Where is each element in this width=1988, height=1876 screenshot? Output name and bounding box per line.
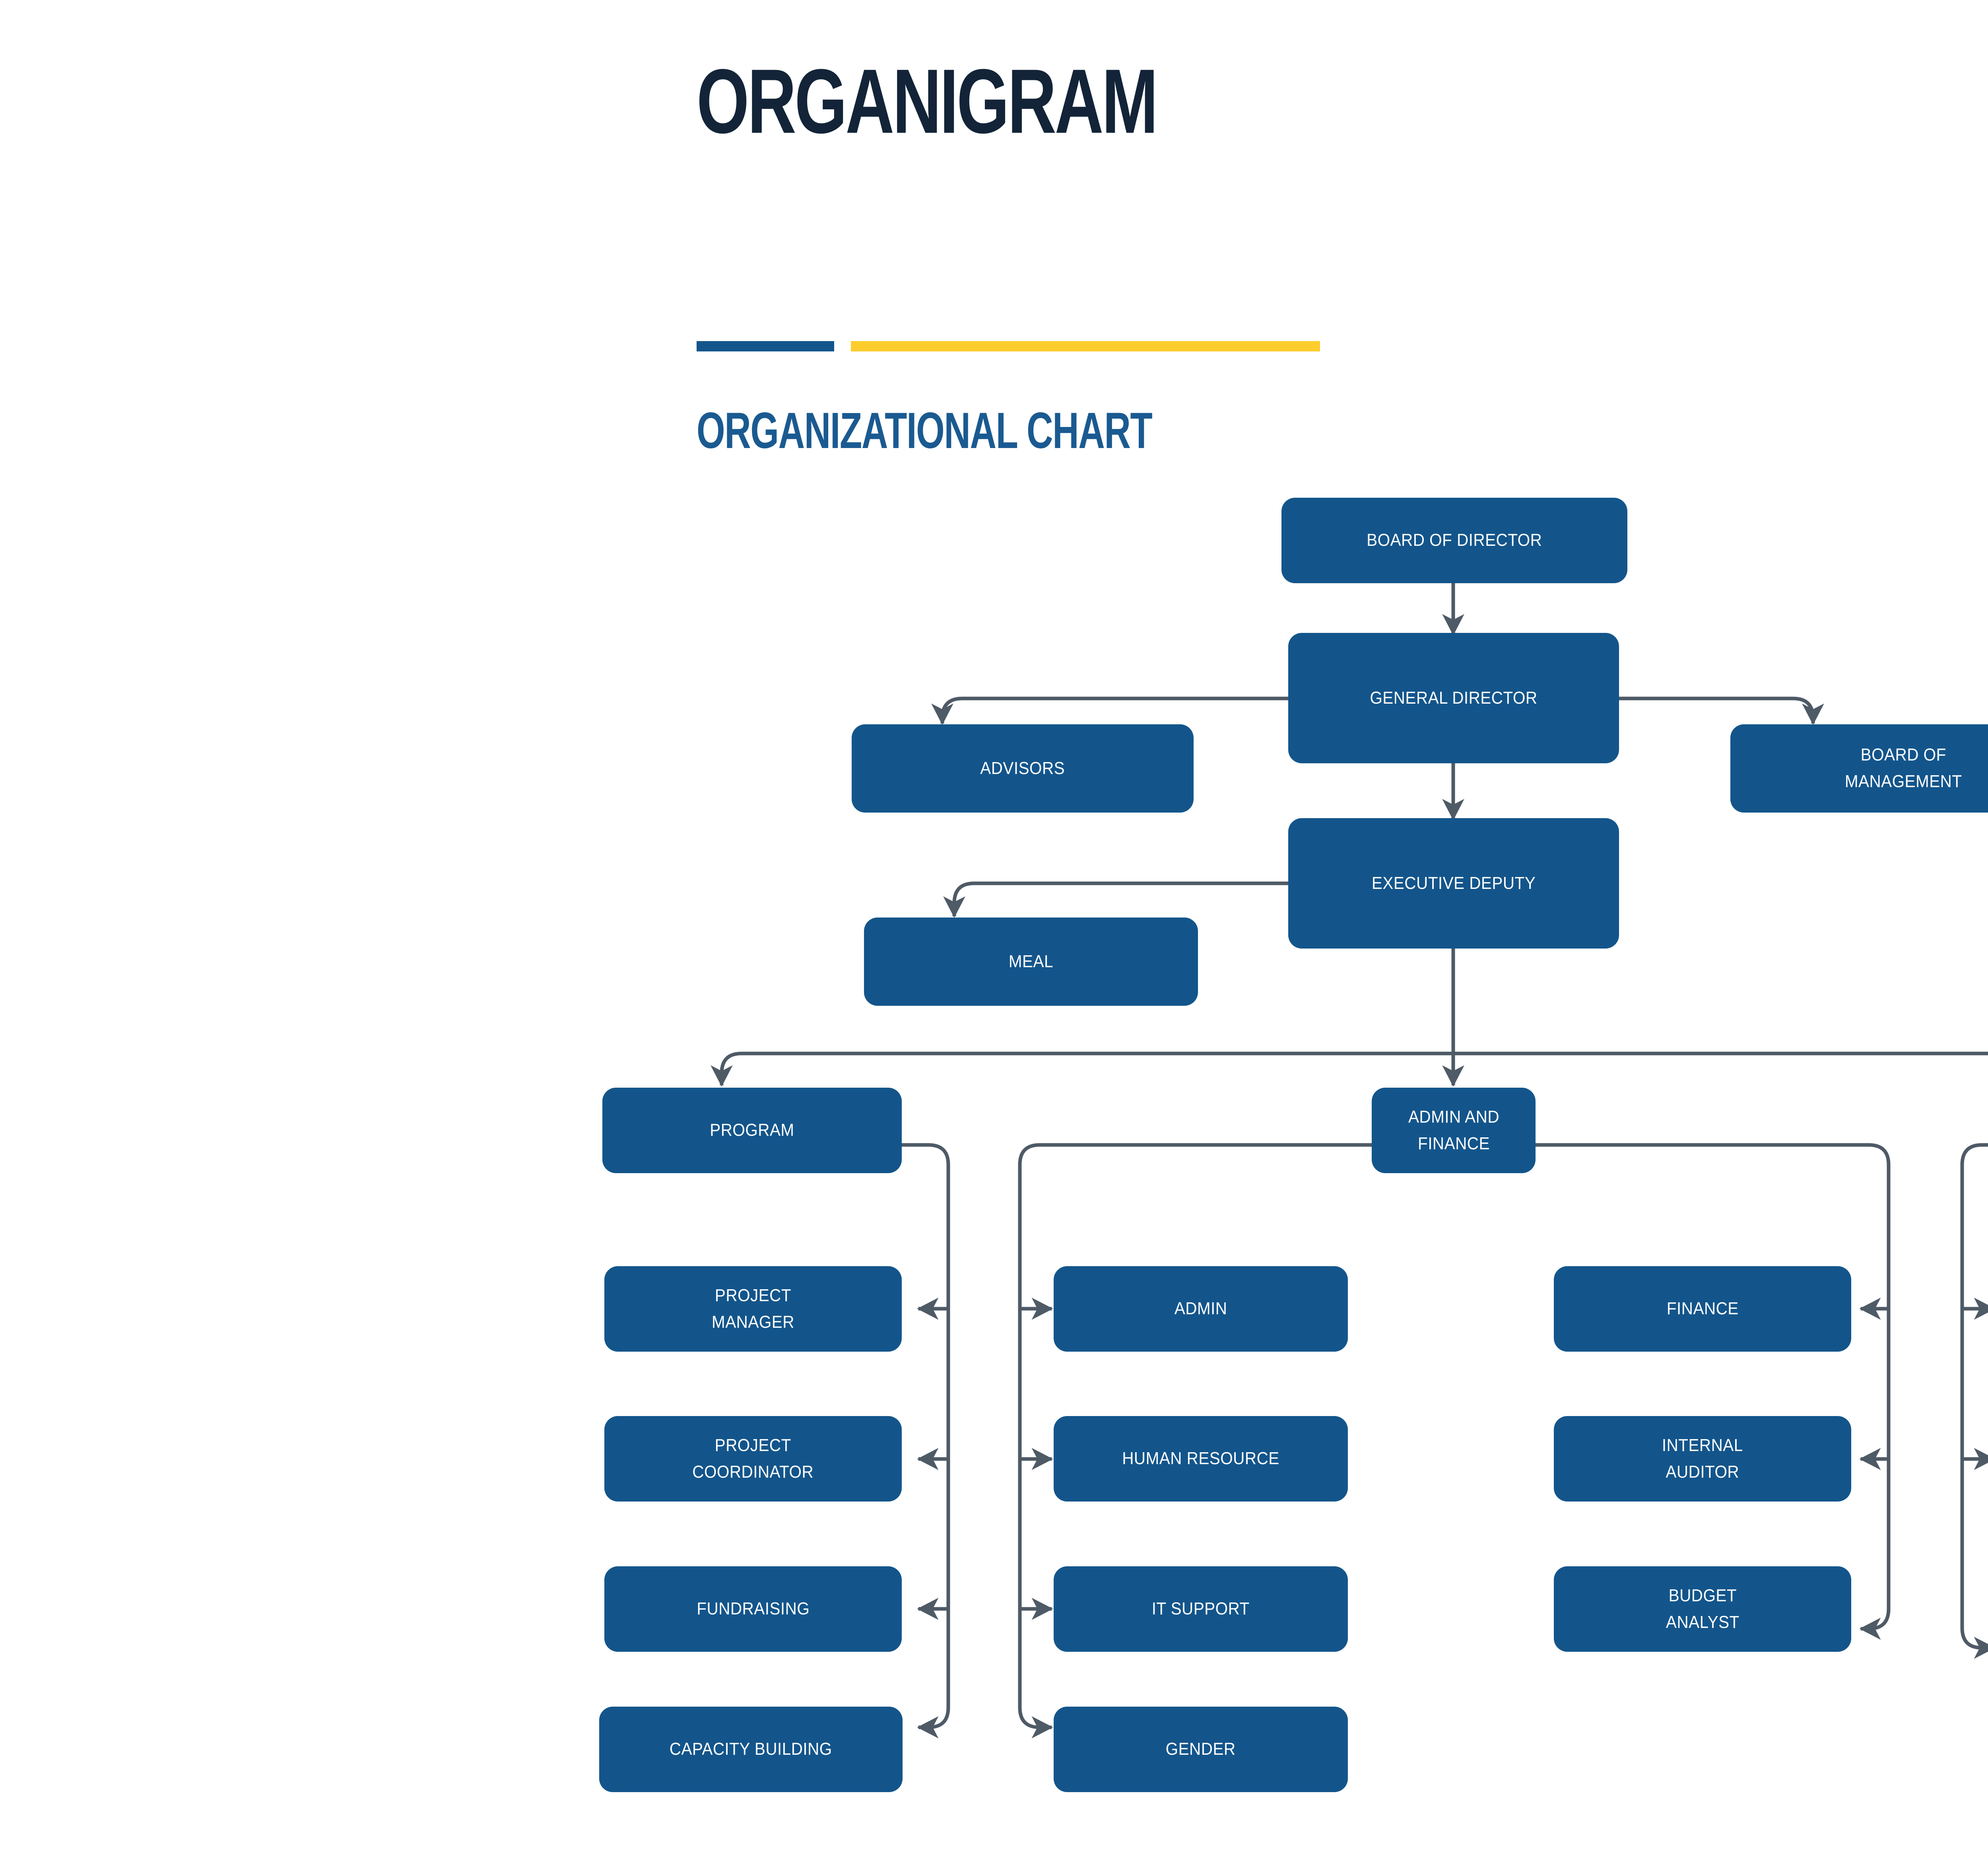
node-human-resource[interactable]: HUMAN RESOURCE <box>1054 1416 1348 1502</box>
header-block: ORGANIGRAM ORGANIZATIONAL CHART <box>697 48 1730 456</box>
node-advisors[interactable]: ADVISORS <box>852 724 1194 813</box>
node-it-support[interactable]: IT SUPPORT <box>1054 1566 1348 1652</box>
node-label: HUMAN RESOURCE <box>1122 1449 1279 1469</box>
node-board-of-director[interactable]: BOARD OF DIRECTOR <box>1281 498 1627 583</box>
node-label: PROJECT COORDINATOR <box>692 1435 814 1482</box>
accent-rule-yellow <box>851 341 1320 351</box>
node-fundraising[interactable]: FUNDRAISING <box>604 1566 902 1652</box>
node-label: ADVISORS <box>980 758 1065 778</box>
node-program[interactable]: PROGRAM <box>602 1088 902 1173</box>
node-label: FUNDRAISING <box>697 1599 810 1619</box>
node-gender[interactable]: GENDER <box>1054 1707 1348 1792</box>
node-label: ADMIN AND FINANCE <box>1408 1107 1499 1153</box>
node-label: BUDGET ANALYST <box>1666 1585 1740 1632</box>
node-board-of-management[interactable]: BOARD OF MANAGEMENT <box>1730 724 1988 813</box>
node-project-manager[interactable]: PROJECT MANAGER <box>604 1266 902 1352</box>
node-label: CAPACITY BUILDING <box>670 1739 832 1759</box>
accent-rule-blue <box>697 341 834 351</box>
node-label: EXECUTIVE DEPUTY <box>1371 873 1536 893</box>
node-label: INTERNAL AUDITOR <box>1662 1435 1743 1482</box>
node-label: GENDER <box>1166 1739 1236 1759</box>
page-subtitle: ORGANIZATIONAL CHART <box>697 402 1153 459</box>
node-budget-analyst[interactable]: BUDGET ANALYST <box>1554 1566 1851 1652</box>
node-internal-auditor[interactable]: INTERNAL AUDITOR <box>1554 1416 1851 1502</box>
node-label: ADMIN <box>1174 1299 1227 1319</box>
node-label: FINANCE <box>1666 1299 1739 1319</box>
node-label: PROGRAM <box>710 1120 794 1140</box>
node-admin[interactable]: ADMIN <box>1054 1266 1348 1352</box>
node-finance[interactable]: FINANCE <box>1554 1266 1851 1352</box>
node-capacity-building[interactable]: CAPACITY BUILDING <box>599 1707 903 1792</box>
page-title: ORGANIGRAM <box>697 50 1158 152</box>
node-label: MEAL <box>1008 951 1054 971</box>
node-meal[interactable]: MEAL <box>864 918 1198 1006</box>
node-label: BOARD OF MANAGEMENT <box>1844 745 1962 791</box>
node-label: IT SUPPORT <box>1151 1599 1250 1619</box>
node-admin-and-finance[interactable]: ADMIN AND FINANCE <box>1372 1088 1536 1173</box>
node-label: PROJECT MANAGER <box>712 1285 794 1332</box>
node-general-director[interactable]: GENERAL DIRECTOR <box>1288 633 1619 763</box>
node-executive-deputy[interactable]: EXECUTIVE DEPUTY <box>1288 818 1619 949</box>
node-project-coordinator[interactable]: PROJECT COORDINATOR <box>604 1416 902 1502</box>
node-label: GENERAL DIRECTOR <box>1370 688 1538 708</box>
node-label: BOARD OF DIRECTOR <box>1367 530 1542 550</box>
